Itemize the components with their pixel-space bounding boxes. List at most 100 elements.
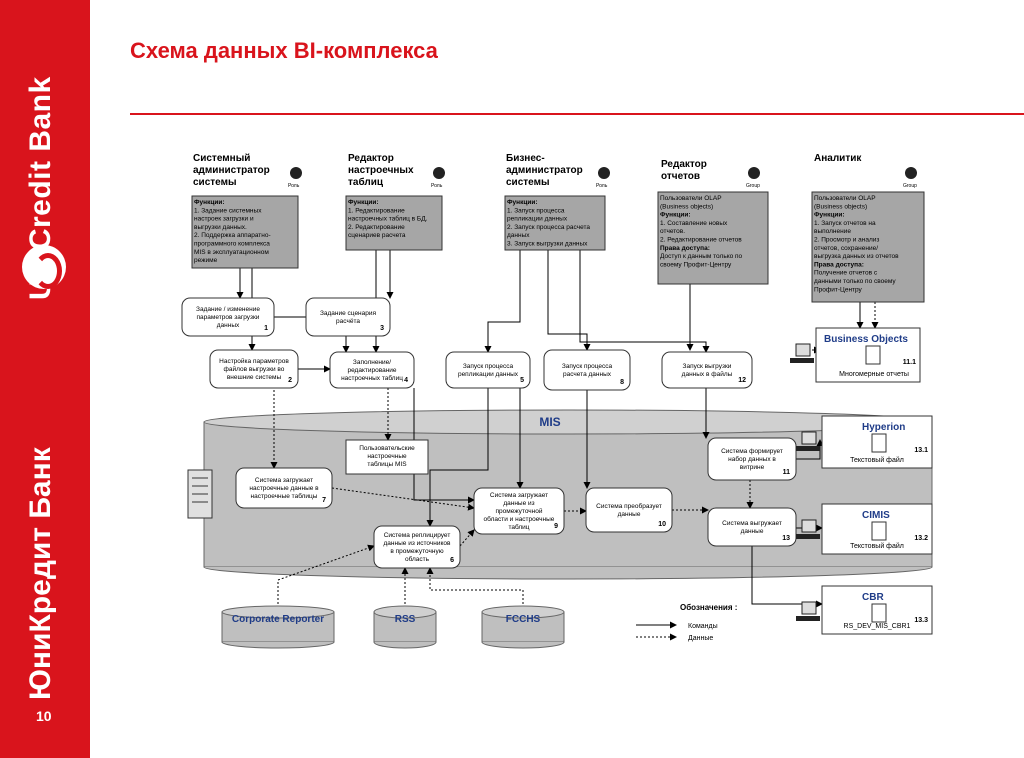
role-description-line: (Business objects)	[814, 203, 867, 210]
process-text: витрине	[740, 464, 765, 471]
computer-icon	[790, 358, 814, 363]
process-box	[661, 351, 753, 389]
file-icon	[871, 433, 887, 453]
brand-sidebar: UniCredit Bank ЮниКредит Банк 10	[0, 0, 90, 758]
unicredit-logo-icon	[22, 245, 66, 289]
process-box	[585, 487, 673, 533]
output-number: 13.3	[914, 617, 928, 624]
legend-data-text: Данные	[688, 635, 713, 642]
process-text: Запуск процесса	[463, 363, 514, 370]
process-number: 4	[404, 377, 408, 384]
role-description-box	[191, 195, 299, 269]
role-icon	[433, 167, 445, 179]
role-icon	[905, 167, 917, 179]
process-text: промежуточной	[495, 507, 542, 515]
process-number: 8	[620, 379, 624, 386]
command-connector	[751, 546, 823, 608]
command-connector	[547, 250, 591, 351]
role-description-line: 1. Составление новых	[660, 220, 728, 227]
data-connector	[426, 567, 524, 612]
source-name: Corporate Reporter	[232, 614, 324, 625]
command-connector	[413, 388, 475, 504]
source-cylinder-bottom	[481, 641, 565, 649]
process-box	[181, 297, 275, 337]
role-description-line: репликации данных	[507, 216, 568, 223]
process-text: расчёта	[336, 318, 360, 325]
file-icon	[871, 603, 887, 623]
role-description-line: настроек загрузки и	[194, 216, 254, 223]
role-description-line: выгрузка данных из отчетов	[814, 253, 899, 260]
role-description-box	[657, 191, 769, 285]
process-number: 13	[782, 535, 790, 542]
role-description-line: Получение отчетов с	[814, 270, 878, 277]
computer-icon	[801, 519, 817, 533]
process-text: данные	[741, 528, 764, 535]
process-number: 9	[554, 523, 558, 530]
settings-table-text: Пользовательские	[359, 445, 415, 452]
role-description-line: Пользователи OLAP	[814, 195, 876, 202]
process-number: 3	[380, 325, 384, 332]
role-description-line: Функции:	[507, 199, 538, 206]
source-cylinder-top	[373, 605, 437, 619]
role-description-line: 2. Поддержка аппаратно-	[194, 232, 271, 239]
settings-table-text: таблицы MIS	[367, 460, 407, 468]
output-name: Hyperion	[862, 422, 905, 433]
role-description-line: 2. Просмотр и анализ	[814, 237, 879, 244]
role-description-line: настроечных таблиц в БД.	[348, 215, 428, 223]
process-text: настроечных таблиц	[341, 374, 403, 382]
title-divider	[130, 113, 1024, 115]
role-title: Бизнес-	[506, 153, 545, 164]
role-description-line: отчетов.	[660, 228, 685, 235]
role-description-box	[345, 195, 443, 251]
role-description-line: выполнение	[814, 228, 851, 235]
process-text: настроечные данные в	[249, 485, 319, 492]
role-description-line: программного комплекса	[194, 241, 270, 248]
output-description: Многомерные отчеты	[839, 371, 909, 378]
computer-icon	[801, 601, 817, 615]
role-description-line: 2. Запуск процесса расчета	[507, 224, 590, 231]
output-number: 13.1	[914, 447, 928, 454]
role-description-line: 1. Редактирование	[348, 207, 405, 214]
role-title: Системный	[193, 153, 250, 164]
process-text: Настройка параметров	[219, 357, 289, 365]
process-box	[373, 525, 461, 569]
role-icon	[748, 167, 760, 179]
process-box	[707, 437, 797, 481]
process-box	[329, 351, 415, 389]
data-connector	[459, 529, 475, 547]
role-description-line: 1. Запуск процесса	[507, 207, 565, 214]
legend-title: Обозначения :	[680, 603, 737, 612]
process-number: 10	[658, 521, 666, 528]
process-text: данные	[618, 511, 641, 518]
role-title: Аналитик	[814, 153, 862, 164]
process-text: набор данных в	[728, 455, 776, 463]
settings-table-text: настроечные	[367, 453, 407, 460]
process-text: Система преобразует	[596, 502, 662, 510]
command-connector	[426, 388, 489, 527]
process-text: Запуск процесса	[562, 363, 613, 370]
role-badge: Group	[903, 183, 917, 189]
output-description: Текстовый файл	[850, 456, 904, 464]
process-text: настроечные таблицы	[251, 492, 318, 500]
role-description-line: Права доступа:	[660, 245, 710, 252]
process-text: Система формирует	[721, 448, 783, 455]
role-title: администратор	[506, 165, 583, 176]
process-text: Запуск выгрузки	[683, 363, 732, 370]
process-text: область	[405, 555, 430, 563]
role-description-line: MIS в эксплуатационном	[194, 249, 269, 256]
process-text: редактирование	[347, 367, 396, 374]
process-text: Задание / изменение	[196, 306, 260, 313]
role-icon	[290, 167, 302, 179]
process-number: 7	[322, 497, 326, 504]
page-number: 10	[36, 708, 52, 724]
process-text: данные из источников	[384, 540, 451, 547]
computer-icon	[801, 431, 817, 445]
role-description-line: 3. Запуск выгрузки данных	[507, 241, 588, 248]
source-name: RSS	[395, 614, 416, 625]
role-badge: Group	[746, 183, 760, 189]
process-text: Система выгружает	[722, 520, 782, 527]
output-description: Текстовый файл	[850, 542, 904, 550]
computer-icon	[796, 446, 820, 451]
role-description-line: 2. Редактирование	[348, 224, 405, 231]
